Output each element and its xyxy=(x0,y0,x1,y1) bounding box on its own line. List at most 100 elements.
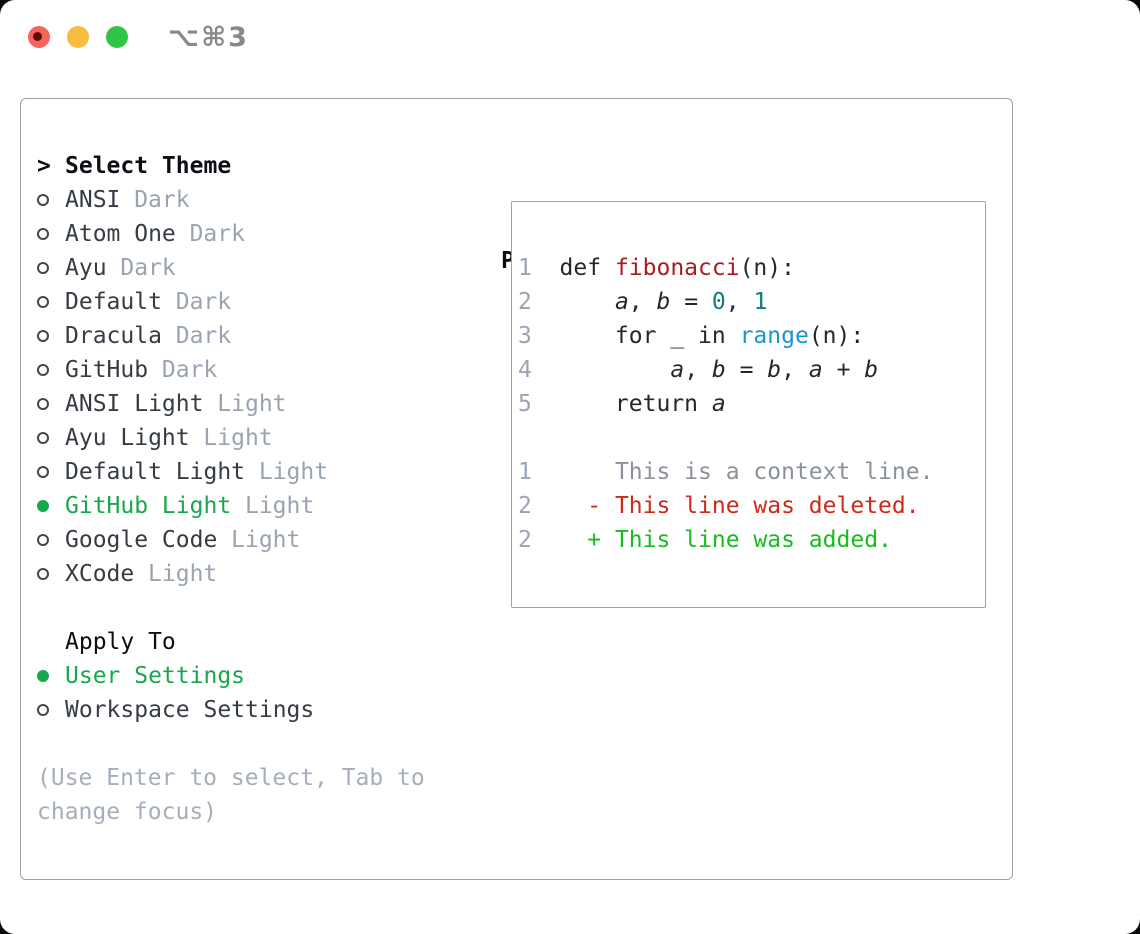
radio-icon xyxy=(37,364,65,376)
line-number: 4 xyxy=(518,357,560,383)
diff-text: This is a context line. xyxy=(531,459,934,485)
traffic-lights xyxy=(28,26,128,48)
code-token-variable: a xyxy=(670,357,685,383)
theme-option-label: Ayu xyxy=(65,255,107,281)
theme-option-github-light[interactable]: GitHub Light Light xyxy=(37,489,425,523)
zoom-button[interactable] xyxy=(106,26,128,48)
diff-preview: 1 This is a context line. 2 - This line w… xyxy=(518,455,985,557)
prompt-caret-icon: > xyxy=(37,153,51,179)
radio-selected-icon xyxy=(37,670,65,682)
radio-icon xyxy=(37,534,65,546)
theme-variant-label: Dark xyxy=(120,255,176,281)
code-line: 4 a, b = b, a + b xyxy=(518,353,985,387)
empty-circle-icon xyxy=(37,296,49,308)
code-token-plain: , xyxy=(781,357,809,383)
theme-variant-label: Dark xyxy=(175,323,232,349)
line-number: 1 xyxy=(518,255,560,281)
line-number: 5 xyxy=(518,391,560,417)
radio-icon xyxy=(37,262,65,274)
code-token-plain xyxy=(560,289,615,315)
code-token-number: 0 xyxy=(711,289,726,315)
radio-icon xyxy=(37,704,65,716)
theme-option-label: Atom One xyxy=(65,221,176,247)
code-token-variable: a xyxy=(808,357,823,383)
code-token-plain: , xyxy=(725,289,754,315)
empty-circle-icon xyxy=(37,466,49,478)
diff-line-context: 1 This is a context line. xyxy=(518,455,985,489)
spacer-row xyxy=(37,727,425,761)
theme-option-github[interactable]: GitHub Dark xyxy=(37,353,425,387)
radio-icon xyxy=(37,296,65,308)
line-number: 1 xyxy=(518,459,532,485)
theme-variant-label: Dark xyxy=(161,357,218,383)
radio-selected-icon xyxy=(37,500,65,512)
code-token-plain: = xyxy=(725,357,768,383)
apply-option-label: User Settings xyxy=(65,663,246,689)
theme-variant-label: Light xyxy=(148,561,218,587)
apply-to-title: Apply To xyxy=(65,629,176,655)
theme-variant-label: Light xyxy=(244,493,315,519)
code-token-plain: for _ in xyxy=(559,323,740,349)
empty-circle-icon xyxy=(37,398,49,410)
code-token-function: fibonacci xyxy=(614,255,740,281)
theme-option-xcode[interactable]: XCode Light xyxy=(37,557,425,591)
empty-circle-icon xyxy=(37,228,49,240)
window-shortcut-label: ⌥⌘3 xyxy=(168,21,249,53)
radio-icon xyxy=(37,432,65,444)
apply-option-label: Workspace Settings xyxy=(65,697,315,723)
filled-circle-icon xyxy=(37,670,49,682)
theme-option-label: Default xyxy=(65,289,162,315)
empty-circle-icon xyxy=(37,568,49,580)
theme-option-label: Default Light xyxy=(65,459,246,485)
titlebar: ⌥⌘3 xyxy=(0,0,1140,74)
apply-option-workspace-settings[interactable]: Workspace Settings xyxy=(37,693,425,727)
empty-circle-icon xyxy=(37,534,49,546)
empty-circle-icon xyxy=(37,364,49,376)
code-line: 5 return a xyxy=(518,387,985,421)
code-token-variable: a xyxy=(614,289,629,315)
code-token-plain xyxy=(560,357,671,383)
filled-circle-icon xyxy=(37,500,49,512)
empty-circle-icon xyxy=(37,432,49,444)
radio-icon xyxy=(37,228,65,240)
empty-circle-icon xyxy=(37,330,49,342)
code-token-plain: , xyxy=(628,289,657,315)
theme-option-label: XCode xyxy=(65,561,135,587)
theme-option-label: ANSI Light xyxy=(65,391,204,417)
diff-text: + This line was added. xyxy=(531,527,892,553)
minimize-button[interactable] xyxy=(67,26,89,48)
hint-line-2: change focus) xyxy=(37,799,218,825)
radio-icon xyxy=(37,568,65,580)
empty-circle-icon xyxy=(37,704,49,716)
code-token-plain: (n): xyxy=(739,255,795,281)
line-number: 2 xyxy=(518,527,532,553)
code-token-variable: b xyxy=(711,357,726,383)
theme-option-ayu[interactable]: Ayu Dark xyxy=(37,251,425,285)
theme-option-label: Google Code xyxy=(65,527,218,553)
radio-icon xyxy=(37,398,65,410)
theme-option-label: GitHub xyxy=(65,357,149,383)
empty-circle-icon xyxy=(37,262,49,274)
diff-text: - This line was deleted. xyxy=(531,493,920,519)
line-number: 3 xyxy=(518,323,560,349)
apply-option-user-settings[interactable]: User Settings xyxy=(37,659,425,693)
close-button[interactable] xyxy=(28,26,50,48)
spacer-row xyxy=(37,591,425,625)
radio-icon xyxy=(37,466,65,478)
code-token-plain: def xyxy=(559,255,615,281)
radio-icon xyxy=(37,194,65,206)
theme-variant-label: Light xyxy=(203,425,273,451)
theme-option-label: GitHub Light xyxy=(65,493,232,519)
